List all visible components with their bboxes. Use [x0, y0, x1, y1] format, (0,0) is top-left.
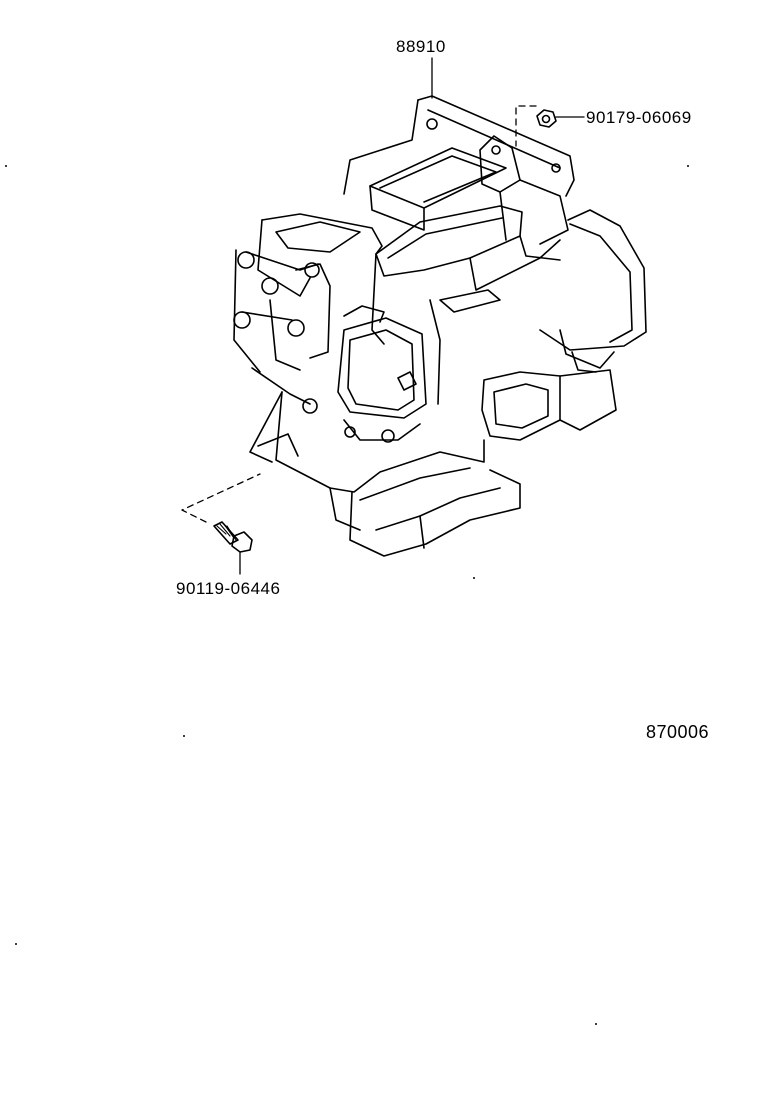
ac-unit-housing-illustration — [233, 95, 647, 557]
part-number-main-unit: 88910 — [396, 37, 446, 56]
diagram-reference-number: 870006 — [646, 722, 710, 742]
part-number-bolt: 90119-06446 — [176, 579, 281, 598]
scan-speckles — [5, 165, 689, 1025]
bolt-dashed-guide — [181, 473, 261, 523]
part-number-nut: 90179-06069 — [586, 108, 692, 127]
bolt-illustration — [213, 521, 253, 553]
nut-illustration — [536, 109, 557, 128]
nut-dashed-guide — [515, 105, 537, 147]
